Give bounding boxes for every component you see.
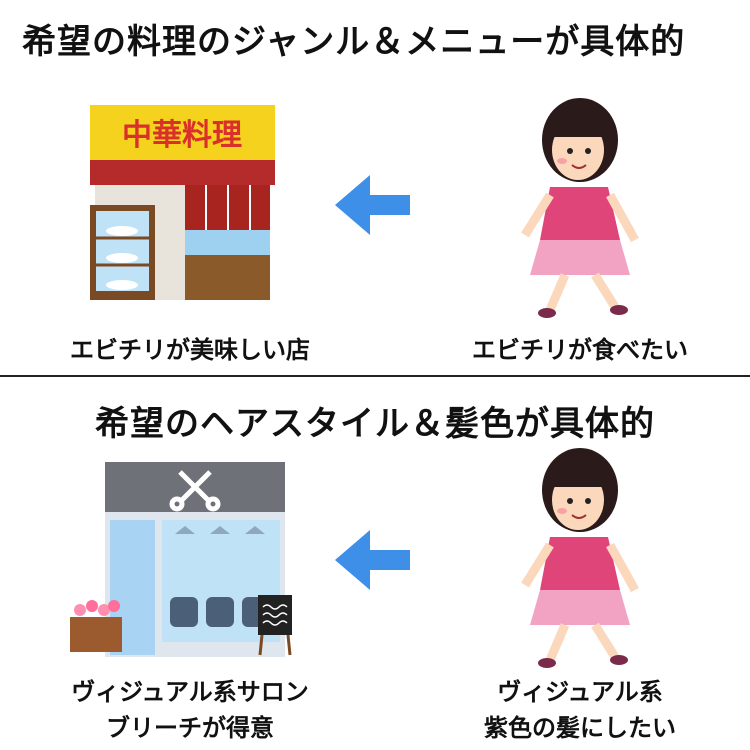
section1-title: 希望の料理のジャンル＆メニューが具体的 — [22, 22, 686, 62]
section-divider — [0, 375, 750, 377]
restaurant-caption: エビチリが美味しい店 — [70, 336, 310, 364]
girl-hair-wish-line1: ヴィジュアル系 — [497, 678, 663, 706]
shop-sign-board — [90, 105, 275, 160]
salon-caption-line1: ヴィジュアル系サロン — [71, 678, 309, 706]
salon-caption-line2: ブリーチが得意 — [106, 714, 274, 742]
salon-caption: ヴィジュアル系サロン ブリーチが得意 — [20, 674, 360, 746]
skirt — [530, 240, 630, 275]
shop-sign-text: 中華料理 — [122, 118, 242, 153]
shirt — [540, 187, 620, 240]
left-arrow-icon — [335, 175, 410, 235]
girl-hair-wish-caption: ヴィジュアル系 紫色の髪にしたい — [430, 674, 730, 746]
chinese-restaurant-illustration: 中華料理 — [90, 105, 275, 300]
walking-girl-illustration — [521, 98, 639, 318]
girl-hair-wish-line2: 紫色の髪にしたい — [484, 714, 676, 742]
flower-box — [70, 617, 122, 652]
scissors-icon — [169, 470, 221, 512]
girl-wish-caption: エビチリが食べたい — [472, 336, 688, 364]
hair-salon-illustration — [70, 462, 292, 657]
shop-awning — [90, 160, 275, 185]
left-arrow-icon — [335, 530, 410, 590]
walking-girl-illustration — [521, 448, 639, 668]
section2-title: 希望のヘアスタイル＆髪色が具体的 — [95, 404, 655, 444]
